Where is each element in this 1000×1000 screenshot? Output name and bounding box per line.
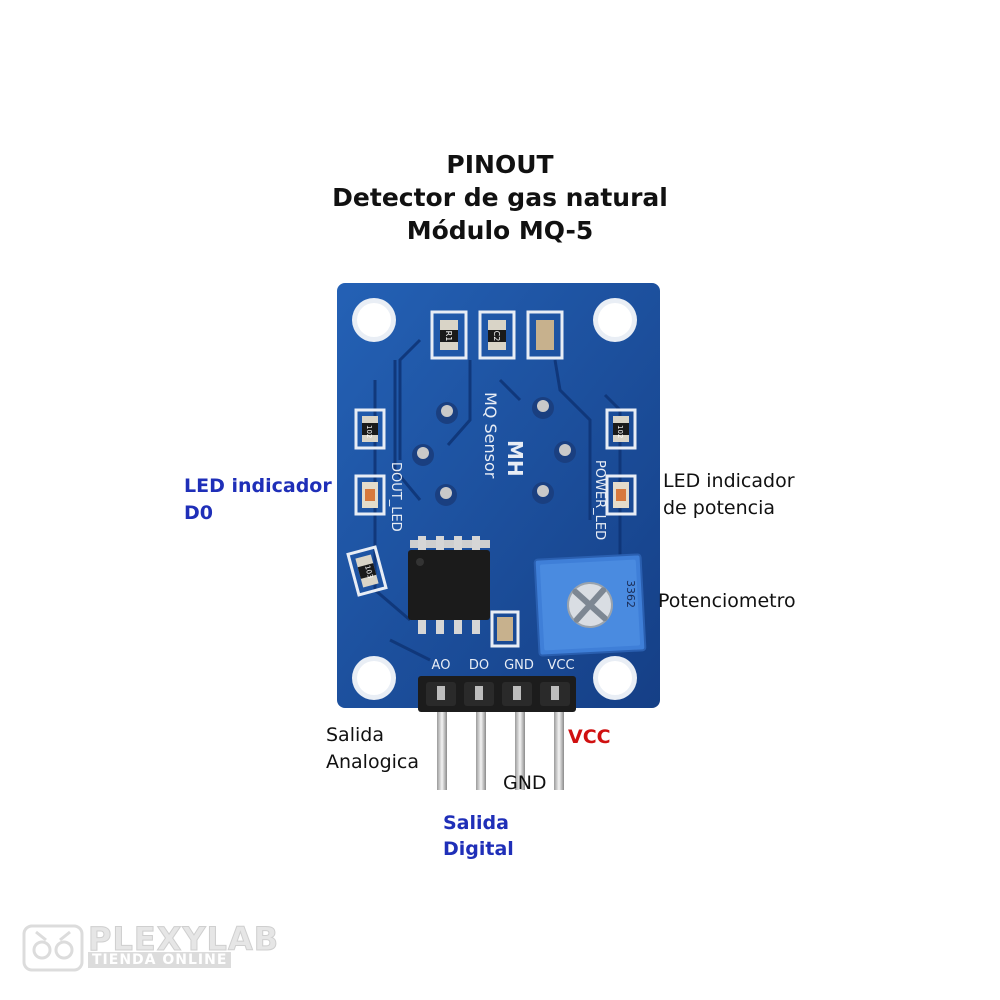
pin-label-gnd: GND xyxy=(504,658,534,673)
pin-gnd xyxy=(515,712,525,790)
silkscreen-power-led: POWER_LED xyxy=(592,460,607,540)
capacitor-near-ic xyxy=(490,610,520,648)
title-line-1: PINOUT xyxy=(446,150,554,179)
left-resistor-r3 xyxy=(346,545,388,597)
title-line-2: Detector de gas natural xyxy=(332,183,668,212)
label-led-d0-line2: D0 xyxy=(184,502,213,524)
right-resistor-r4 xyxy=(605,408,637,450)
capacitor-c2-label: C2 xyxy=(492,331,501,342)
resistor-r3-label: 103 xyxy=(363,564,374,579)
label-led-d0-line1: LED indicador xyxy=(184,475,332,497)
header-pins xyxy=(418,676,576,790)
label-led-power-line1: LED indicador xyxy=(663,470,795,492)
label-gnd: GND xyxy=(503,772,547,794)
resistor-r2-label: 102 xyxy=(365,425,373,438)
dout-led xyxy=(354,474,386,516)
label-analog-line1: Salida xyxy=(326,724,384,746)
potentiometer xyxy=(533,553,647,657)
left-resistor-r2 xyxy=(354,408,386,450)
label-led-power-line2: de potencia xyxy=(663,497,776,519)
pin-label-vcc: VCC xyxy=(547,658,574,673)
title-line-3: Módulo MQ-5 xyxy=(406,216,594,245)
pin-vcc xyxy=(554,712,564,790)
label-digital-line2: Digital xyxy=(443,838,514,860)
top-smd-components xyxy=(430,310,564,360)
resistor-r1-label: R1 xyxy=(444,331,453,342)
silkscreen-brand: MH xyxy=(503,440,527,477)
potentiometer-code: 3362 xyxy=(624,580,637,608)
mounting-holes xyxy=(352,298,637,700)
silkscreen-model: MQ Sensor xyxy=(481,392,500,479)
label-potentiometer: Potenciometro xyxy=(658,590,796,612)
silkscreen-dout-led: DOUT_LED xyxy=(388,462,403,532)
sensor-pins xyxy=(412,397,576,506)
label-digital-line1: Salida xyxy=(443,812,509,834)
pin-label-do: DO xyxy=(469,658,489,673)
pin-ao xyxy=(437,712,447,790)
watermark-tagline: TIENDA ONLINE xyxy=(88,952,232,968)
label-vcc: VCC xyxy=(568,726,611,748)
pin-label-ao: AO xyxy=(432,658,451,673)
ic-chip xyxy=(408,536,490,634)
power-led xyxy=(605,474,637,516)
label-analog-line2: Analogica xyxy=(326,751,420,773)
pin-do xyxy=(476,712,486,790)
plexylab-logo xyxy=(22,924,84,972)
resistor-r4-label: 102 xyxy=(616,425,624,438)
